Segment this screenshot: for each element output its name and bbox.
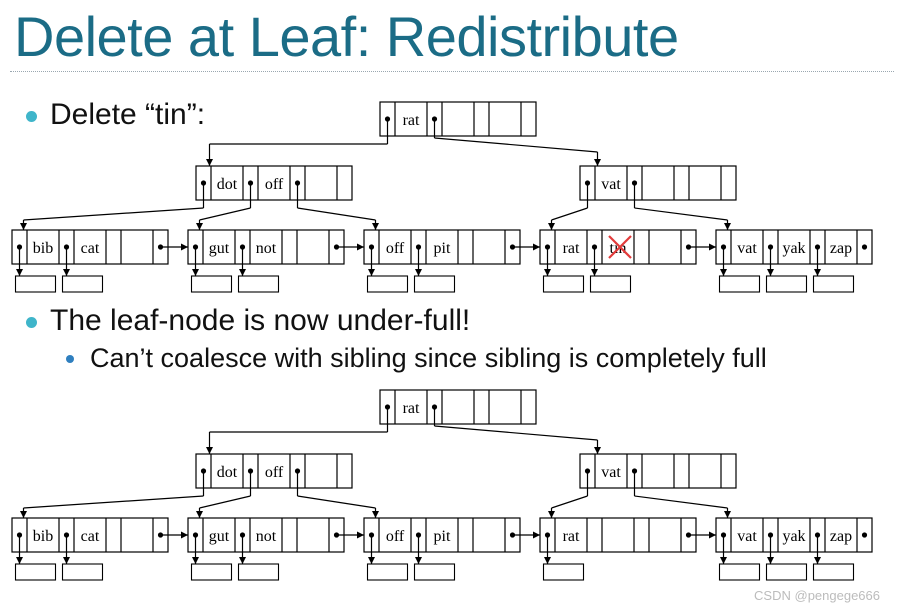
key-zap: zap xyxy=(830,240,852,257)
key-off: off xyxy=(265,464,284,481)
key-rat: rat xyxy=(403,400,420,417)
data-record-box xyxy=(542,275,585,293)
leaf-node xyxy=(187,229,345,265)
data-record-box xyxy=(61,275,104,293)
key-rat: rat xyxy=(403,112,420,129)
key-cat: cat xyxy=(81,528,100,545)
internal-node-right xyxy=(579,165,737,201)
pointer-line xyxy=(634,207,728,221)
data-record-box xyxy=(237,275,280,293)
pointer-line xyxy=(297,495,376,509)
root-node xyxy=(379,101,537,137)
next-leaf-pointer-dot xyxy=(861,532,868,538)
slide-title: Delete at Leaf: Redistribute xyxy=(14,5,679,68)
key-bib: bib xyxy=(33,240,53,257)
bullet-dot xyxy=(26,317,37,328)
data-record-box xyxy=(812,563,855,581)
key-dot: dot xyxy=(217,464,238,481)
key-rat: rat xyxy=(563,240,580,257)
data-record-box xyxy=(190,563,233,581)
pointer-line xyxy=(199,207,251,221)
data-record-box xyxy=(718,563,761,581)
key-not: not xyxy=(256,240,277,257)
key-yak: yak xyxy=(782,240,805,257)
data-record-box xyxy=(542,563,585,581)
key-cat: cat xyxy=(81,240,100,257)
leaf-node xyxy=(363,517,521,553)
key-gut: gut xyxy=(209,240,230,257)
key-vat: vat xyxy=(737,528,757,545)
key-zap: zap xyxy=(830,528,852,545)
bullet-dot xyxy=(26,111,37,122)
pointer-line xyxy=(634,495,728,509)
data-record-box xyxy=(765,563,808,581)
data-record-box xyxy=(366,563,409,581)
key-vat: vat xyxy=(737,240,757,257)
data-record-box xyxy=(589,275,632,293)
bullet-delete-tin: Delete “tin”: xyxy=(50,98,206,131)
key-vat: vat xyxy=(601,464,621,481)
key-yak: yak xyxy=(782,528,805,545)
internal-node-left xyxy=(195,165,353,201)
internal-node-right xyxy=(579,453,737,489)
key-off: off xyxy=(386,528,405,545)
data-record-box xyxy=(14,275,57,293)
sub-bullet-cant-coalesce: Can’t coalesce with sibling since siblin… xyxy=(90,343,767,373)
pointer-line xyxy=(551,207,588,221)
data-record-box xyxy=(812,275,855,293)
internal-node-left xyxy=(195,453,353,489)
leaf-node xyxy=(11,229,169,265)
key-gut: gut xyxy=(209,528,230,545)
key-off: off xyxy=(265,176,284,193)
delete-cross-mark xyxy=(608,235,632,259)
leaf-node xyxy=(539,229,697,265)
key-vat: vat xyxy=(601,176,621,193)
bullet-under-full: The leaf-node is now under-full! xyxy=(50,304,471,337)
data-record-box xyxy=(237,563,280,581)
data-record-box xyxy=(718,275,761,293)
data-record-box xyxy=(14,563,57,581)
data-record-box xyxy=(413,275,456,293)
pointer-line xyxy=(23,207,204,221)
leaf-node xyxy=(187,517,345,553)
next-leaf-pointer-dot xyxy=(861,244,868,250)
leaf-node xyxy=(715,229,873,265)
pointer-line xyxy=(434,137,598,153)
key-not: not xyxy=(256,528,277,545)
data-record-box xyxy=(765,275,808,293)
root-node xyxy=(379,389,537,425)
leaf-node xyxy=(715,517,873,553)
pointer-line xyxy=(551,495,588,509)
key-pit: pit xyxy=(434,240,451,257)
leaf-node xyxy=(539,517,697,553)
title-divider xyxy=(10,71,894,72)
key-off: off xyxy=(386,240,405,257)
data-record-box xyxy=(366,275,409,293)
leaf-node xyxy=(11,517,169,553)
key-rat: rat xyxy=(563,528,580,545)
key-dot: dot xyxy=(217,176,238,193)
pointer-line xyxy=(434,425,598,441)
pointer-line xyxy=(23,495,204,509)
key-bib: bib xyxy=(33,528,53,545)
data-record-box xyxy=(413,563,456,581)
pointer-line xyxy=(199,495,251,509)
key-pit: pit xyxy=(434,528,451,545)
data-record-box xyxy=(61,563,104,581)
data-record-box xyxy=(190,275,233,293)
pointer-line xyxy=(297,207,376,221)
watermark: CSDN @pengege666 xyxy=(754,588,880,603)
sub-bullet-dot xyxy=(66,355,74,363)
